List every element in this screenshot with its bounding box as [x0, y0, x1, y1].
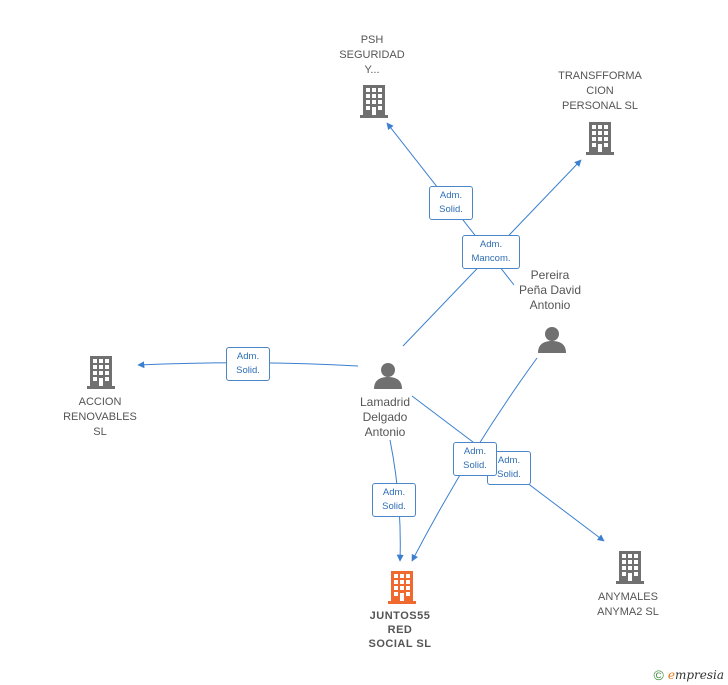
node-label-lamadrid[interactable]: Lamadrid Delgado Antonio — [359, 395, 411, 439]
node-label-pereira[interactable]: Pereira Peña David Antonio — [518, 268, 582, 312]
brand-logo[interactable]: empresia — [667, 668, 724, 682]
edge-label-lamadrid-accion: Adm. Solid. — [226, 347, 270, 381]
accion-building-icon[interactable] — [87, 356, 115, 389]
copyright-icon: © — [653, 667, 664, 683]
edge-label-lamadrid-transfformacion: Adm. Mancom. — [462, 235, 520, 269]
edge-label-pereira-psh: Adm. Solid. — [429, 186, 473, 220]
pereira-person-icon[interactable] — [538, 327, 566, 353]
node-label-psh[interactable]: PSH SEGURIDAD Y... — [339, 34, 405, 76]
anymales-building-icon[interactable] — [616, 551, 644, 584]
juntos55-building-icon[interactable] — [388, 571, 416, 604]
transfformacion-building-icon[interactable] — [586, 122, 614, 155]
edges — [137, 122, 605, 562]
node-label-accion[interactable]: ACCION RENOVABLES SL — [63, 396, 137, 438]
node-label-anymales[interactable]: ANYMALES ANYMA2 SL — [597, 591, 659, 618]
node-label-juntos55[interactable]: JUNTOS55 RED SOCIAL SL — [368, 610, 432, 650]
edge-label-lamadrid-juntos55: Adm. Solid. — [372, 483, 416, 517]
edge-label-pereira-juntos55: Adm. Solid. — [453, 442, 497, 476]
footer-brand: © empresia — [654, 667, 725, 683]
lamadrid-person-icon[interactable] — [374, 363, 402, 389]
psh-building-icon[interactable] — [360, 85, 388, 118]
node-label-transfformacion[interactable]: TRANSFFORMA CION PERSONAL SL — [558, 70, 642, 112]
